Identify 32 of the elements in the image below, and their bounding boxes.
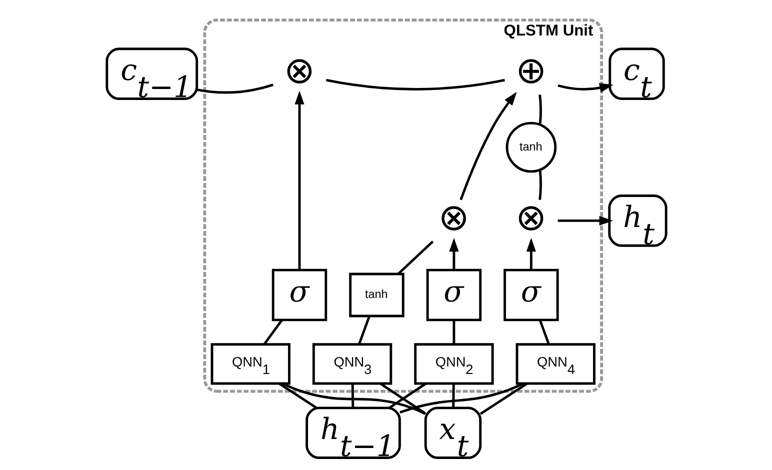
connector — [396, 240, 434, 275]
node-text: ⊗ — [438, 196, 469, 239]
connector — [399, 382, 524, 414]
node-box: tanh — [348, 272, 404, 318]
connector — [282, 382, 426, 415]
connector — [350, 384, 354, 408]
connector — [538, 170, 542, 200]
connector — [452, 384, 454, 408]
connector — [388, 382, 426, 409]
node-text: ⊕ — [515, 49, 546, 92]
connector — [379, 382, 426, 415]
connector — [357, 316, 370, 345]
connector — [278, 382, 317, 409]
arrow — [557, 216, 613, 226]
node-box: σ — [426, 268, 482, 322]
node-text: ⊗ — [283, 49, 314, 92]
connector — [262, 319, 282, 345]
connector — [479, 382, 528, 415]
arrow — [526, 238, 536, 270]
node-circle: tanh — [505, 122, 556, 173]
node-box: σ — [503, 268, 558, 322]
arrow — [557, 83, 613, 93]
node-box: σ — [271, 268, 327, 322]
arrow — [294, 90, 304, 270]
arrow — [448, 238, 458, 270]
node-text: ⊗ — [515, 196, 546, 239]
connector — [538, 320, 550, 345]
connector — [325, 78, 504, 90]
arrow — [459, 92, 516, 200]
connector — [538, 94, 542, 125]
connector — [196, 84, 273, 94]
connector — [452, 320, 455, 344]
